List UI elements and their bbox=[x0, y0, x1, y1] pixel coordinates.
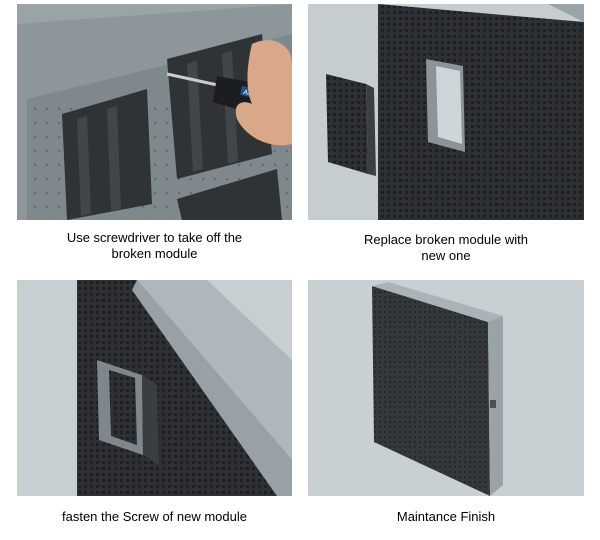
hand-icon bbox=[235, 40, 292, 146]
replacement-module bbox=[326, 74, 376, 176]
finished-screen bbox=[372, 282, 503, 496]
fastened-module bbox=[97, 360, 159, 465]
step-3-caption: fasten the Screw of new module bbox=[62, 509, 247, 524]
led-wall bbox=[378, 4, 584, 220]
step-3-image bbox=[17, 280, 292, 496]
step-2-caption: Replace broken module with new one bbox=[363, 232, 529, 263]
step-1-image: AUTOROX bbox=[17, 4, 292, 220]
step-4-caption: Maintance Finish bbox=[396, 509, 496, 524]
module-slots bbox=[62, 34, 282, 220]
step-4-image bbox=[308, 280, 584, 496]
step-1-caption: Use screwdriver to take off the broken m… bbox=[66, 230, 243, 261]
step-2-image bbox=[308, 4, 584, 220]
